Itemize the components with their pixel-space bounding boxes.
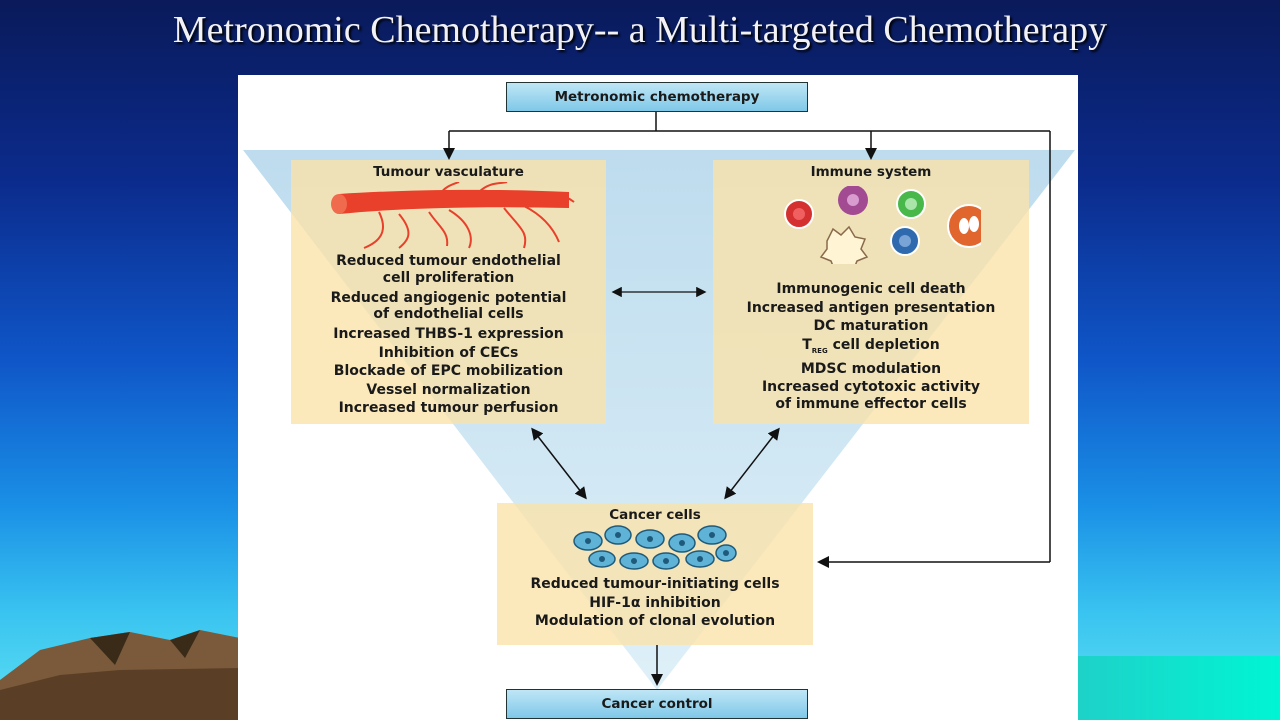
effect-line: Increased THBS-1 expression	[333, 326, 564, 342]
immune-cells-icon	[784, 186, 981, 264]
effect-line: cell proliferation	[382, 269, 515, 286]
effect-line: Increased antigen presentation	[746, 299, 996, 316]
immune-system-box: Immune system Immunogenic cell death Inc…	[713, 160, 1029, 424]
treg-letter: T	[802, 336, 812, 353]
effect-line: Blockade of EPC mobilization	[333, 363, 564, 379]
cancer-cells-box: Cancer cells Reduced tumour-initiating c…	[497, 503, 813, 645]
effect-line: Increased tumour perfusion	[338, 400, 559, 416]
tumour-vasculature-box: Tumour vasculature Reduced tumour endoth…	[291, 160, 606, 424]
treg-subscript: REG	[811, 346, 828, 355]
effect-line: Increased cytotoxic activity	[761, 379, 981, 396]
effect-line: of immune effector cells	[775, 395, 967, 412]
blood-vessel-icon	[330, 182, 575, 249]
effect-line: MDSC modulation	[800, 360, 942, 377]
cancer-control-label: Cancer control	[506, 689, 808, 719]
tumour-vasculature-heading: Tumour vasculature	[373, 164, 524, 180]
cancer-cells-heading: Cancer cells	[609, 507, 701, 523]
effect-line: Vessel normalization	[366, 381, 531, 398]
effect-line: Reduced tumour-initiating cells	[530, 576, 780, 592]
metronomic-chemotherapy-label: Metronomic chemotherapy	[506, 82, 808, 112]
effect-line: DC maturation	[813, 318, 929, 334]
effect-line: Inhibition of CECs	[378, 344, 519, 361]
effect-line: of endothelial cells	[373, 306, 524, 322]
effect-line: TREG cell depletion	[713, 336, 1029, 360]
effect-line: Immunogenic cell death	[776, 281, 966, 297]
slide-title: Metronomic Chemotherapy-- a Multi-target…	[172, 9, 1108, 51]
diagram-panel: Metronomic chemotherapy Tumour vasculatu…	[238, 75, 1078, 720]
cancer-effects: Reduced tumour-initiating cells HIF-1α i…	[497, 575, 813, 631]
immune-system-heading: Immune system	[810, 164, 932, 180]
cancer-cells-icon	[573, 525, 737, 570]
effect-line: Reduced angiogenic potential	[330, 289, 567, 306]
sea-strip	[1070, 656, 1280, 720]
treg-suffix: cell depletion	[827, 336, 940, 353]
effect-line: HIF-1α inhibition	[589, 594, 721, 611]
immune-effects: Immunogenic cell death Increased antigen…	[713, 280, 1029, 411]
mountain-landscape	[0, 630, 240, 720]
effect-line: Reduced tumour endothelial	[336, 253, 561, 269]
vasculature-effects: Reduced tumour endothelial cell prolifer…	[291, 252, 606, 418]
effect-line: Modulation of clonal evolution	[534, 613, 776, 629]
